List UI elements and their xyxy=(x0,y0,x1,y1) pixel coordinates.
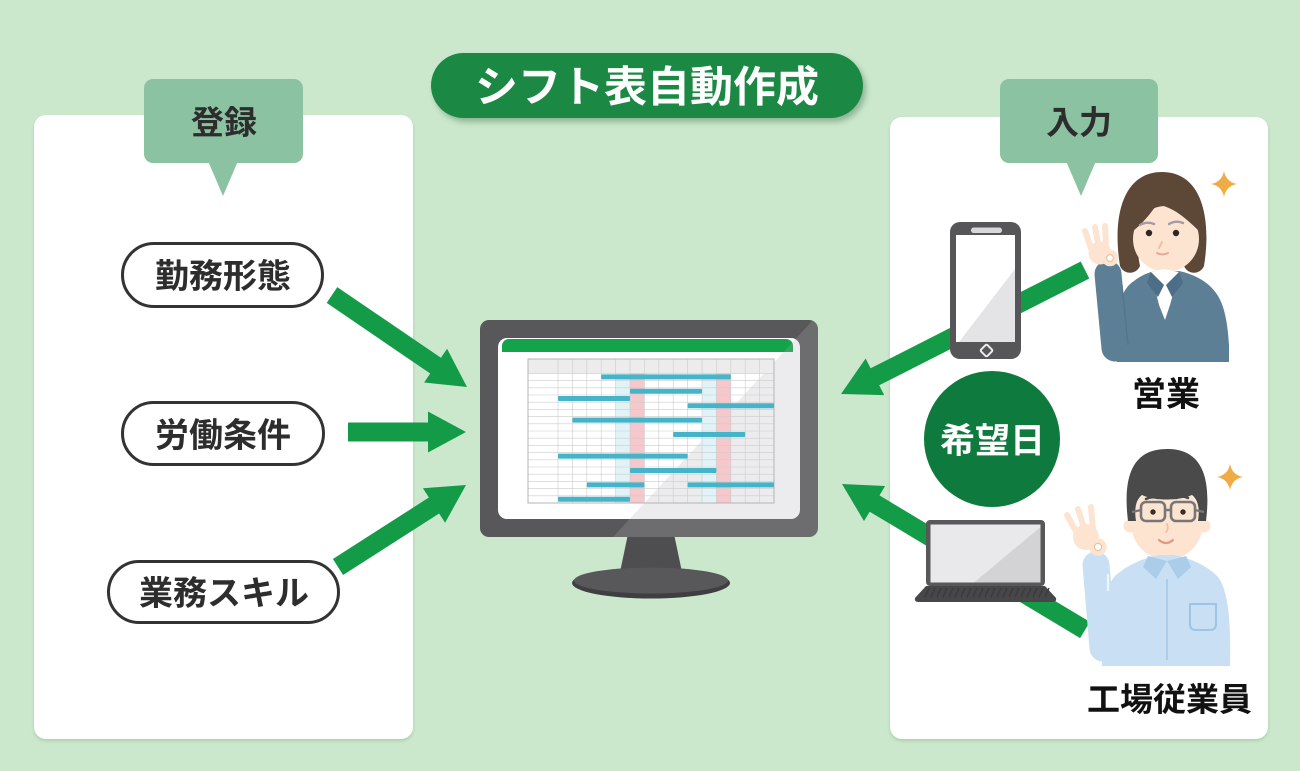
shift-bar xyxy=(601,374,731,380)
shift-bar xyxy=(558,396,630,401)
sales-person-label-text: 営業 xyxy=(1132,376,1200,410)
monitor-stand-base-top xyxy=(574,567,728,594)
shift-bar xyxy=(558,453,688,459)
grid-lines xyxy=(527,358,775,504)
pink-column xyxy=(630,373,645,503)
register-tab: 登録 xyxy=(144,79,303,163)
diagram-title-text: シフト表自動作成 xyxy=(475,64,819,107)
monitor-stand-base xyxy=(572,567,730,599)
shift-bar xyxy=(586,482,645,488)
shift-bar xyxy=(687,482,774,488)
monitor-frame xyxy=(480,320,818,537)
pale-blue-column xyxy=(702,373,717,503)
work-style-pill: 勤務形態 xyxy=(121,242,324,308)
pink-column xyxy=(716,373,731,503)
factory-worker-label: 工場従業員 xyxy=(1084,680,1254,716)
job-skills-pill-label: 業務スキル xyxy=(139,575,309,609)
pale-blue-column xyxy=(615,373,630,503)
monitor-screen xyxy=(498,338,800,519)
input-tab: 入力 xyxy=(1000,79,1158,163)
desired-days-badge: 希望日 xyxy=(924,371,1060,507)
spreadsheet-title-bar xyxy=(502,339,793,352)
labor-conditions-pill: 労働条件 xyxy=(121,401,325,466)
work-style-pill-label: 勤務形態 xyxy=(155,258,291,292)
shift-bar xyxy=(687,403,774,409)
input-tab-pointer xyxy=(1066,161,1096,196)
shift-bar xyxy=(673,432,746,437)
shift-bar xyxy=(630,388,702,394)
spreadsheet-grid xyxy=(527,358,775,504)
input-tab-label: 入力 xyxy=(1046,105,1112,138)
monitor-illustration-icon xyxy=(480,320,818,599)
desired-days-badge-label: 希望日 xyxy=(940,422,1045,457)
job-skills-pill: 業務スキル xyxy=(107,560,340,624)
grid-border xyxy=(527,358,775,504)
spreadsheet-header-row xyxy=(528,359,774,374)
factory-worker-label-text: 工場従業員 xyxy=(1087,682,1252,715)
labor-conditions-pill-label: 労働条件 xyxy=(155,417,291,451)
shift-bar xyxy=(630,468,717,473)
diagram-title: シフト表自動作成 xyxy=(431,53,863,118)
sales-person-label: 営業 xyxy=(1106,375,1226,411)
register-tab-label: 登録 xyxy=(191,105,257,138)
register-tab-pointer xyxy=(208,161,238,196)
monitor-stand-neck xyxy=(620,534,682,572)
shift-bar xyxy=(558,496,630,502)
shift-bar xyxy=(572,417,702,423)
monitor-glare xyxy=(613,320,818,537)
